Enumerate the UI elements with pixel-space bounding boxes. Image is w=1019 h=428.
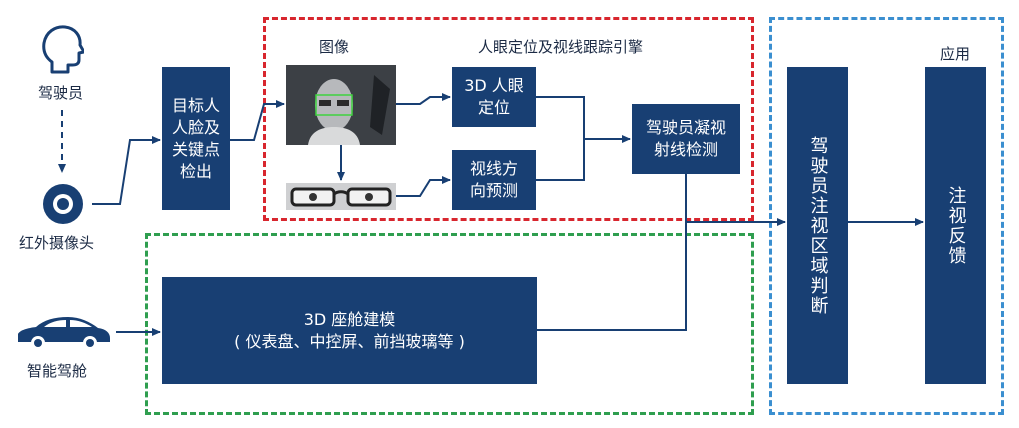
feedback-box: 注视反馈 xyxy=(925,67,986,384)
camera-to-detect xyxy=(92,136,161,205)
car-icon xyxy=(18,317,110,350)
eyes-image xyxy=(286,183,396,210)
cabin-model-box: 3D 座舱建模 ( 仪表盘、中控屏、前挡玻璃等 ) xyxy=(162,277,537,384)
eye-locate-box: 3D 人眼 定位 xyxy=(452,67,536,127)
driver-label: 驾驶员 xyxy=(38,84,84,102)
cabin-frame xyxy=(145,233,754,415)
face-detect-box: 目标人 人脸及 关键点 检出 xyxy=(162,67,230,210)
region-judge-text: 驾驶员注视区域判断 xyxy=(807,135,829,316)
image-label: 图像 xyxy=(319,38,350,56)
engine-title: 人眼定位及视线跟踪引擎 xyxy=(478,38,644,56)
ray-detect-box: 驾驶员凝视 射线检测 xyxy=(632,104,740,174)
face-image xyxy=(286,65,396,145)
application-label: 应用 xyxy=(940,45,971,63)
cabin-label: 智能驾舱 xyxy=(27,362,88,380)
gaze-predict-box: 视线方 向预测 xyxy=(452,150,536,210)
cabin-model-subtitle: ( 仪表盘、中控屏、前挡玻璃等 ) xyxy=(234,331,465,351)
camera-label: 红外摄像头 xyxy=(19,234,95,252)
cabin-model-title: 3D 座舱建模 xyxy=(303,309,396,329)
infrared-camera-icon xyxy=(43,184,83,224)
feedback-text: 注视反馈 xyxy=(945,185,967,266)
region-judge-box: 驾驶员注视区域判断 xyxy=(787,67,848,384)
driver-head-icon xyxy=(42,25,84,74)
